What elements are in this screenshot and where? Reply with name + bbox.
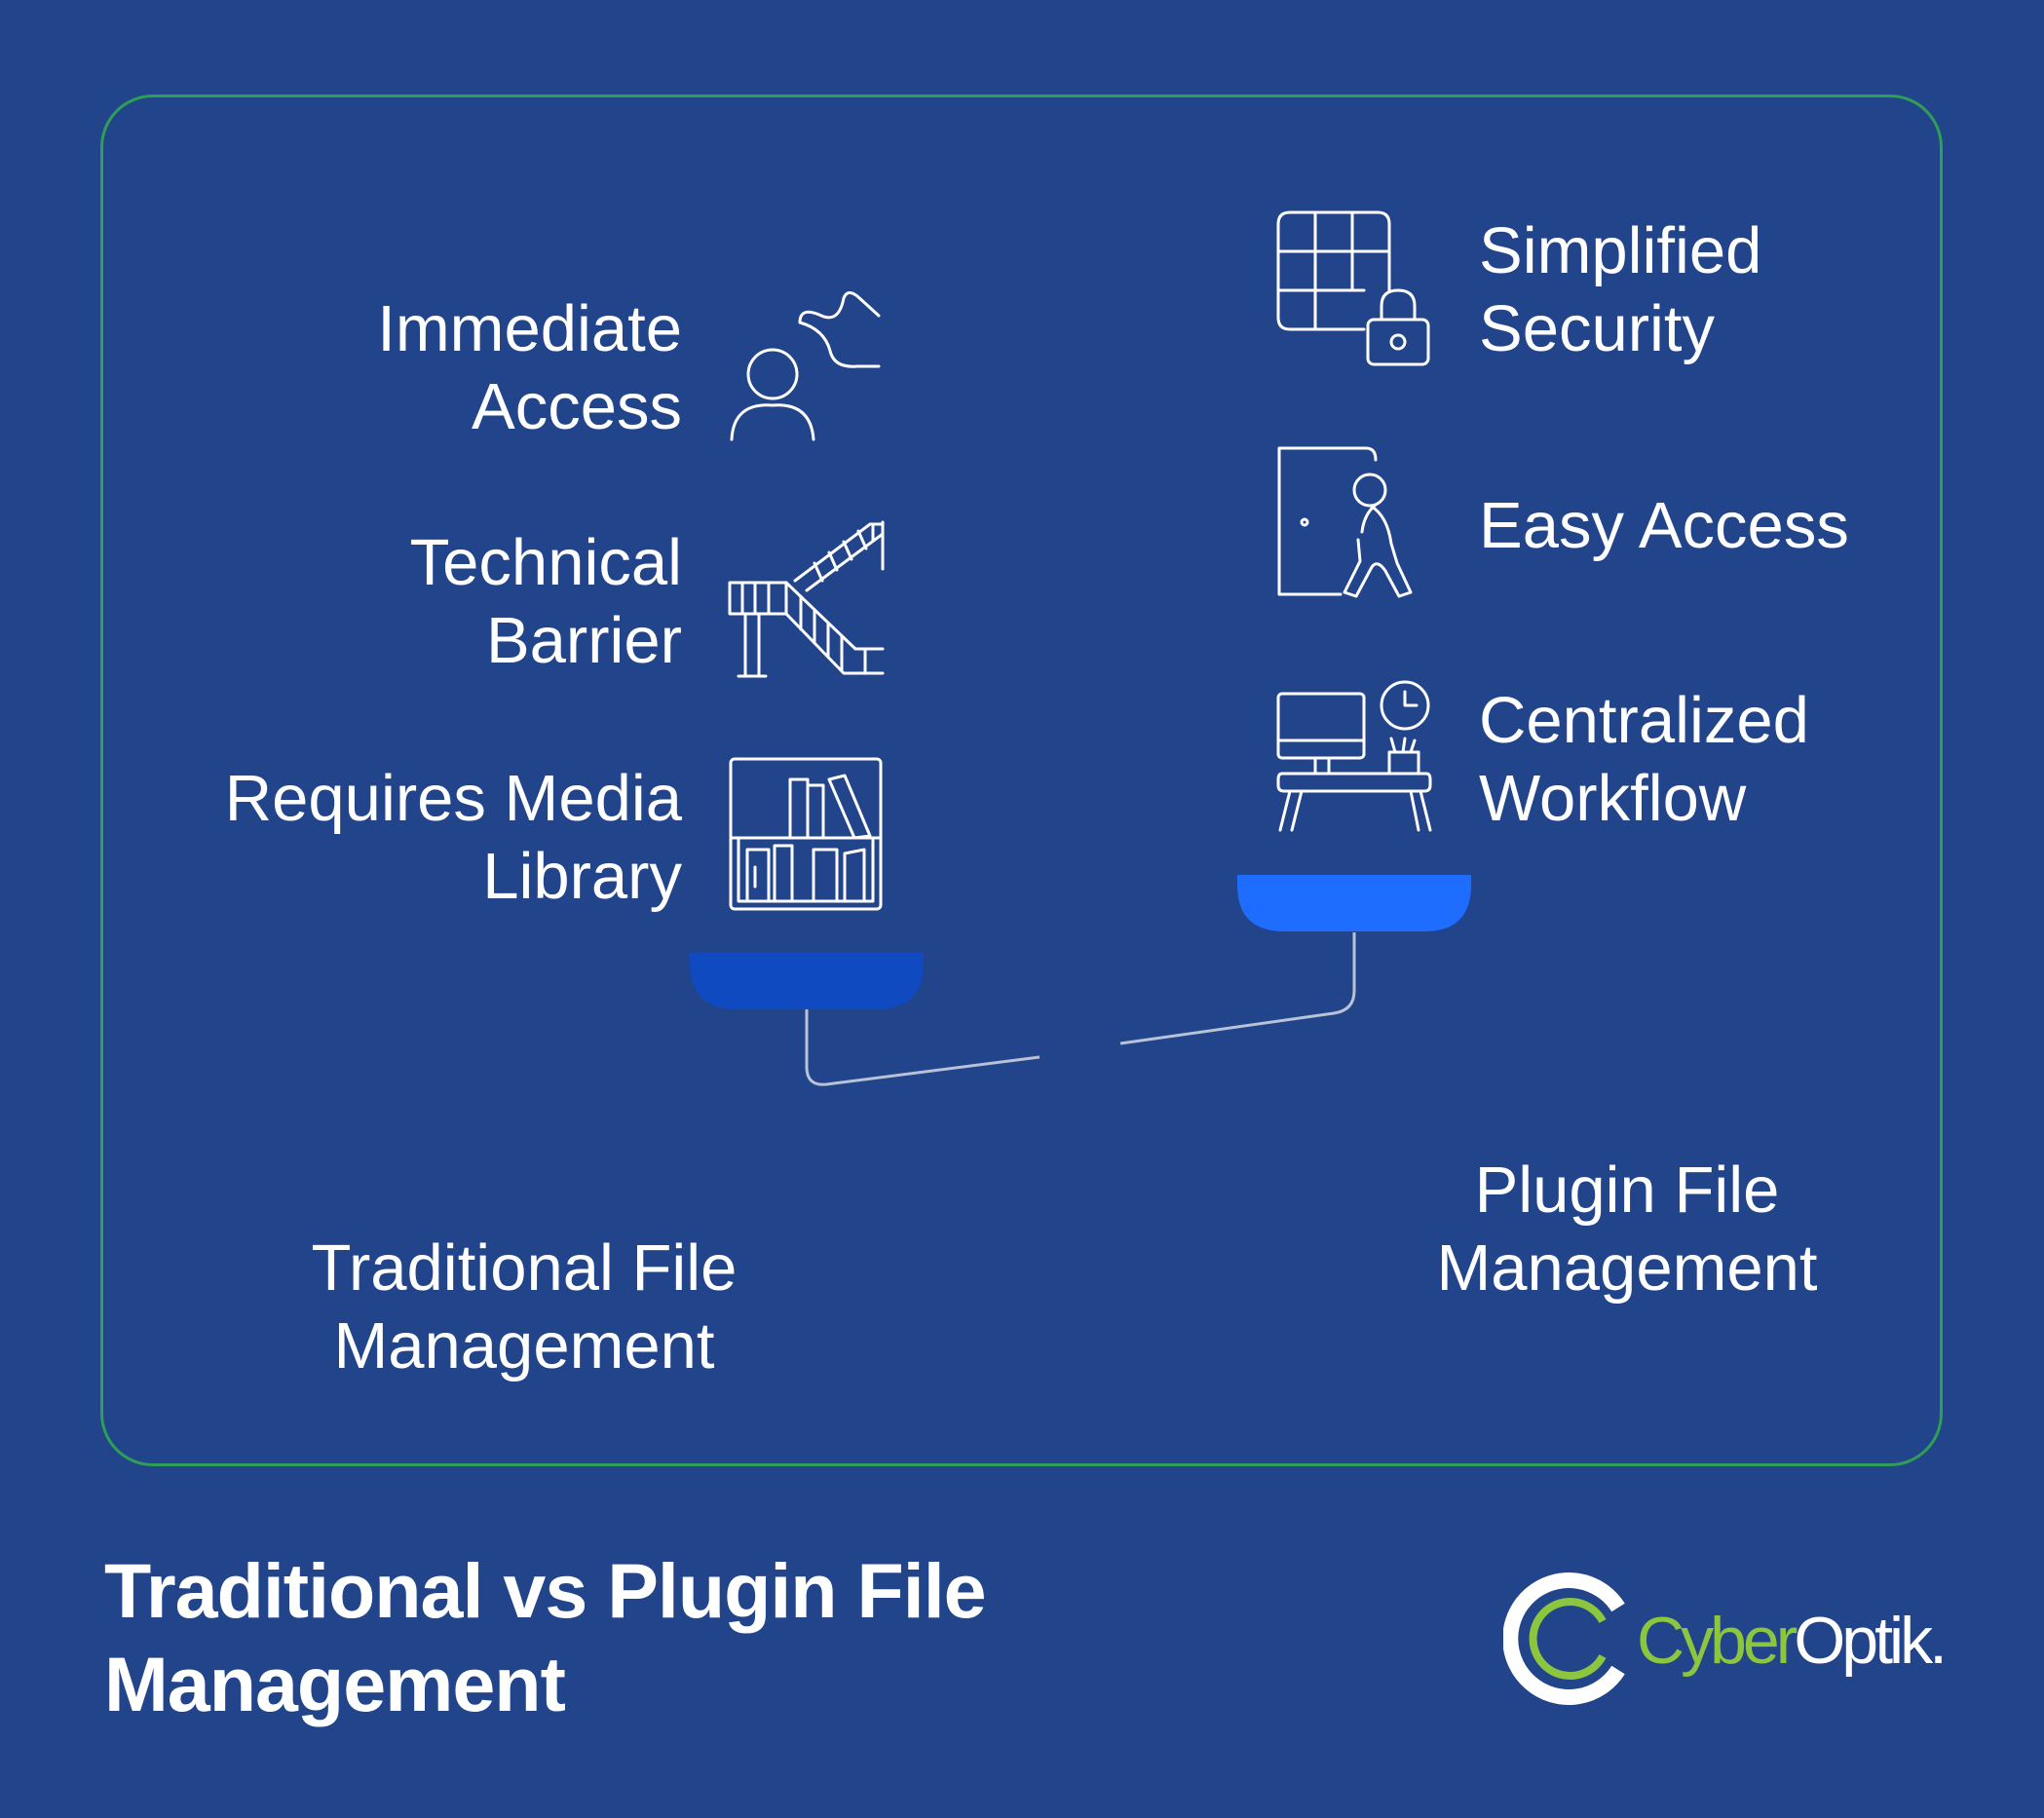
logo-ring-icon [1503,1572,1625,1705]
item-centralized-workflow: Centralized Workflow [1479,684,1809,835]
cyberoptik-logo: CyberOptik. [1503,1571,1951,1707]
logo-wordmark: CyberOptik. [1637,1604,1948,1678]
item-technical-barrier: Technical Barrier [409,526,682,677]
traditional-scale-pan [690,953,924,1009]
traditional-group-label: Traditional File Management [311,1231,738,1382]
desk-computer-clock-icon [1276,678,1432,834]
plugin-group-label: Plugin File Management [1436,1154,1818,1305]
item-immediate-access: Immediate Access [377,292,682,443]
person-door-icon [1277,446,1430,598]
grid-lock-icon [1276,210,1432,366]
item-simplified-security: Simplified Security [1479,214,1762,365]
item-easy-access: Easy Access [1479,489,1849,562]
diagram-frame [100,95,1943,1466]
plugin-scale-pan [1237,875,1471,931]
item-requires-media-library: Requires Media Library [224,762,682,913]
stairs-barrier-icon [728,520,885,678]
person-path-icon [729,288,881,441]
page-title: Traditional vs Plugin File Management [104,1547,987,1727]
bookshelf-icon [729,757,883,911]
